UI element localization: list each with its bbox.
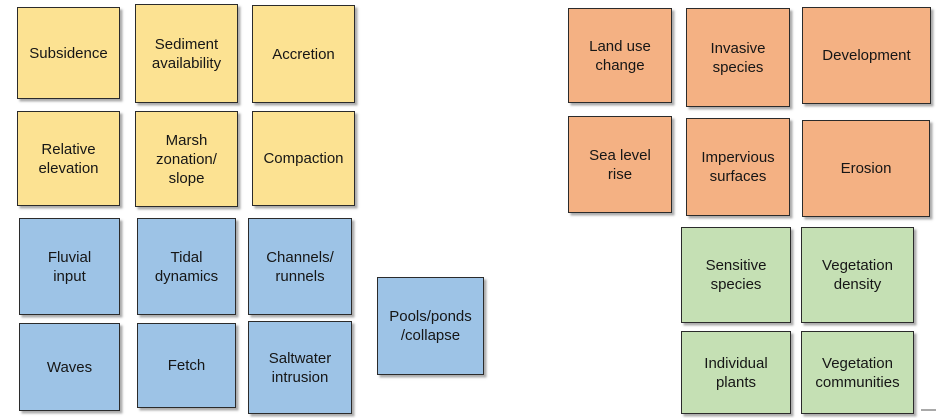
box-sensitive-species: Sensitive species — [681, 227, 791, 323]
box-saltwater-intrusion-label: Saltwater intrusion — [268, 349, 332, 386]
box-waves-label: Waves — [46, 358, 93, 376]
box-development-label: Development — [822, 47, 911, 64]
box-impervious-surfaces: Impervious surfaces — [686, 118, 790, 216]
box-pools-ponds-collapse-label: Pools/ponds /collapse — [389, 308, 472, 344]
box-subsidence-label: Subsidence — [29, 44, 108, 62]
box-marsh-zonation-slope: Marsh zonation/ slope — [135, 111, 238, 207]
box-subsidence: Subsidence — [17, 7, 120, 99]
box-vegetation-communities: Vegetation communities — [801, 331, 914, 414]
box-saltwater-intrusion: Saltwater intrusion — [248, 321, 352, 414]
box-invasive-species-label: Invasive species — [710, 39, 766, 76]
box-vegetation-density: Vegetation density — [801, 227, 914, 323]
box-channels-runnels-label: Channels/ runnels — [266, 248, 334, 285]
box-sensitive-species-label: Sensitive species — [705, 257, 767, 293]
box-sediment-availability: Sediment availability — [135, 4, 238, 103]
box-land-use-change-label: Land use change — [589, 37, 651, 74]
box-accretion: Accretion — [252, 5, 355, 103]
box-fetch-label: Fetch — [167, 357, 206, 374]
box-land-use-change: Land use change — [568, 8, 672, 103]
box-tidal-dynamics-label: Tidal dynamics — [154, 248, 219, 285]
box-erosion-label: Erosion — [840, 160, 892, 177]
box-fluvial-input-label: Fluvial input — [47, 248, 92, 285]
box-compaction: Compaction — [252, 111, 355, 206]
box-accretion-label: Accretion — [272, 45, 335, 63]
box-pools-ponds-collapse: Pools/ponds /collapse — [377, 277, 484, 375]
box-marsh-zonation-slope-label: Marsh zonation/ slope — [156, 131, 217, 187]
box-vegetation-density-label: Vegetation density — [822, 257, 893, 293]
box-development: Development — [802, 7, 931, 104]
box-compaction-label: Compaction — [263, 150, 344, 167]
box-relative-elevation: Relative elevation — [17, 111, 120, 206]
box-fluvial-input: Fluvial input — [19, 218, 120, 315]
box-individual-plants-label: Individual plants — [704, 354, 768, 391]
box-waves: Waves — [19, 323, 120, 411]
box-vegetation-communities-label: Vegetation communities — [815, 354, 900, 391]
box-invasive-species: Invasive species — [686, 8, 790, 107]
box-tidal-dynamics: Tidal dynamics — [137, 218, 236, 315]
box-sea-level-rise: Sea level rise — [568, 116, 672, 213]
box-relative-elevation-label: Relative elevation — [38, 140, 99, 177]
box-sea-level-rise-label: Sea level rise — [589, 146, 651, 183]
box-erosion: Erosion — [802, 120, 930, 217]
box-fetch: Fetch — [137, 323, 236, 408]
box-impervious-surfaces-label: Impervious surfaces — [701, 149, 775, 185]
box-sediment-availability-label: Sediment availability — [151, 35, 222, 72]
box-individual-plants: Individual plants — [681, 331, 791, 414]
cropped-shape-edge — [921, 409, 936, 411]
box-channels-runnels: Channels/ runnels — [248, 218, 352, 315]
